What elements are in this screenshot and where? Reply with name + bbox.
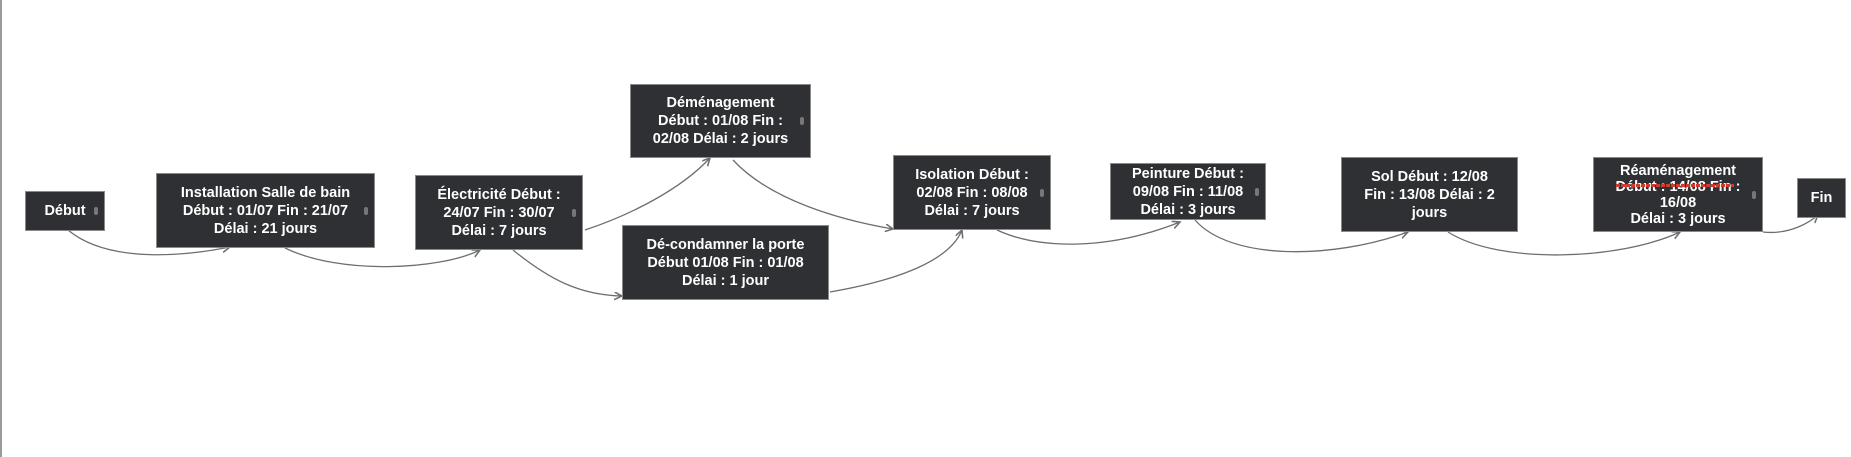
task-salle-de-bain-label: Installation Salle de bain Début : 01/07… xyxy=(180,184,351,237)
task-decondamner-porte[interactable]: Dé-condamner la porte Début 01/08 Fin : … xyxy=(622,225,829,300)
connector-handle-icon[interactable] xyxy=(1255,187,1259,196)
connector-handle-icon[interactable] xyxy=(94,207,98,215)
task-sol[interactable]: Sol Début : 12/08 Fin : 13/08 Délai : 2 … xyxy=(1341,157,1518,232)
task-fin[interactable]: Fin xyxy=(1797,178,1846,218)
arrow-demenagement-to-isolation xyxy=(732,159,893,229)
task-fin-label: Fin xyxy=(1810,190,1833,206)
task-porte-label: Dé-condamner la porte Début 01/08 Fin : … xyxy=(646,236,805,289)
connector-handle-icon[interactable] xyxy=(1040,188,1044,197)
canvas-left-border xyxy=(0,0,2,457)
arrow-electricite-to-demenagement xyxy=(584,158,710,231)
task-peinture-label: Peinture Début : 09/08 Fin : 11/08 Délai… xyxy=(1132,165,1244,218)
task-reamenagement[interactable]: Réaménagement Début : 14/08 Fin : 16/08 … xyxy=(1593,157,1763,232)
task-installation-salle-de-bain[interactable]: Installation Salle de bain Début : 01/07… xyxy=(156,173,375,248)
arrow-electricite-to-porte xyxy=(512,249,622,296)
task-debut[interactable]: Début xyxy=(25,191,105,231)
task-peinture[interactable]: Peinture Début : 09/08 Fin : 11/08 Délai… xyxy=(1110,163,1266,220)
task-sol-label: Sol Début : 12/08 Fin : 13/08 Délai : 2 … xyxy=(1364,168,1495,221)
task-demenagement[interactable]: Déménagement Début : 01/08 Fin : 02/08 D… xyxy=(630,84,811,158)
task-demenagement-label: Déménagement Début : 01/08 Fin : 02/08 D… xyxy=(652,95,789,147)
arrow-sol-to-reamenagement xyxy=(1447,232,1680,256)
connector-handle-icon[interactable] xyxy=(364,206,368,215)
connector-handle-icon[interactable] xyxy=(800,117,804,125)
task-electricite-label: Électricité Début : 24/07 Fin : 30/07 Dé… xyxy=(437,186,561,239)
arrow-salle-de-bain-to-electricite xyxy=(284,247,480,268)
arrow-porte-to-isolation xyxy=(829,230,962,293)
connector-handle-icon[interactable] xyxy=(1752,190,1756,199)
task-electricite[interactable]: Électricité Début : 24/07 Fin : 30/07 Dé… xyxy=(415,175,583,250)
arrow-isolation-to-peinture xyxy=(996,222,1180,245)
task-isolation[interactable]: Isolation Début : 02/08 Fin : 08/08 Déla… xyxy=(893,155,1051,230)
task-debut-label: Début xyxy=(44,203,86,219)
arrow-peinture-to-sol xyxy=(1194,219,1408,253)
spellcheck-underline xyxy=(1616,184,1734,187)
task-isolation-label: Isolation Début : 02/08 Fin : 08/08 Déla… xyxy=(915,166,1029,219)
connector-handle-icon[interactable] xyxy=(572,208,576,217)
task-reamenagement-label: Réaménagement Début : 14/08 Fin : 16/08 … xyxy=(1616,162,1741,227)
arrow-debut-to-salle-de-bain xyxy=(67,229,230,256)
